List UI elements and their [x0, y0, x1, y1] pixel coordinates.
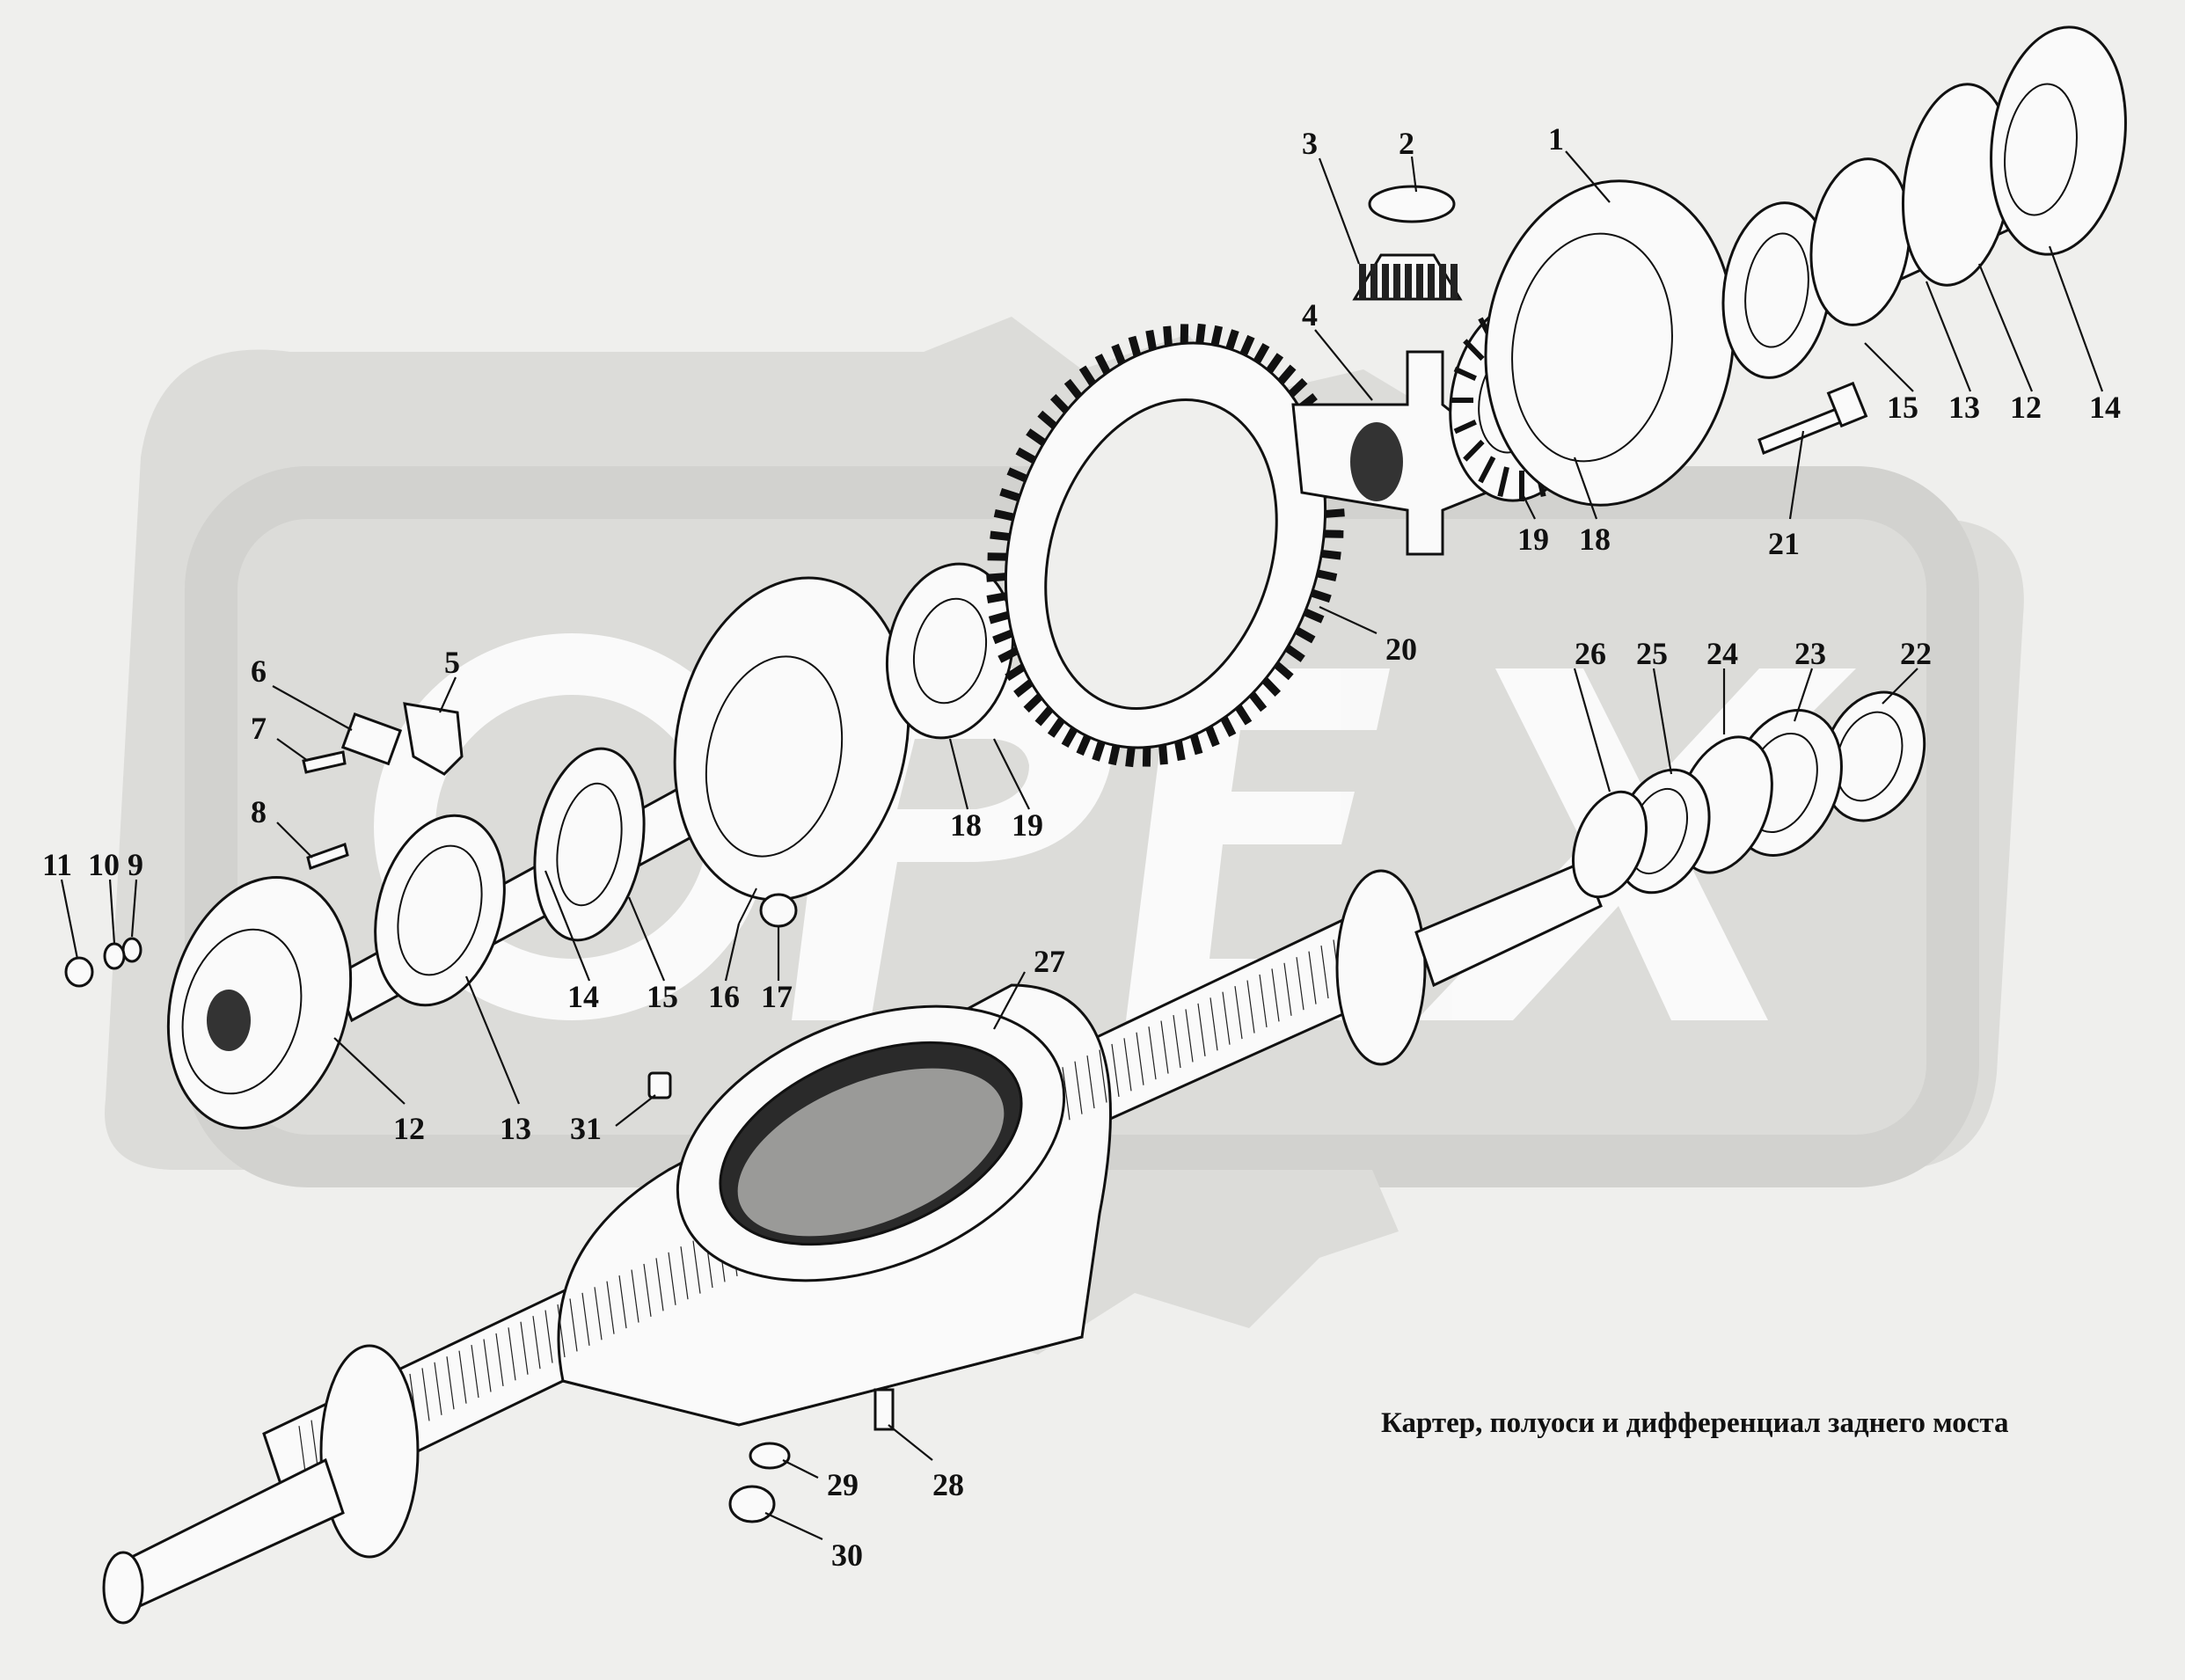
- callout-1: 1: [1548, 121, 1564, 157]
- callout-31: 31: [570, 1111, 602, 1146]
- nut-11: [64, 956, 94, 988]
- lock-plate-6: [340, 712, 403, 766]
- callout-15-left: 15: [647, 979, 678, 1014]
- drain-plug-30: [728, 1485, 776, 1523]
- callout-10: 10: [88, 847, 120, 882]
- washer-26: [1571, 790, 1648, 899]
- ring-gear-20: [986, 323, 1345, 768]
- side-gear-18-left: [885, 562, 1015, 740]
- callout-14-right: 14: [2089, 390, 2121, 425]
- diff-case-flange: [673, 576, 910, 902]
- nut-17: [759, 893, 798, 928]
- bearing-cup-13-left: [374, 814, 506, 1007]
- bolt-7: [302, 750, 347, 774]
- callout-4: 4: [1302, 297, 1318, 332]
- callout-13-left: 13: [500, 1111, 531, 1146]
- callout-18-left: 18: [950, 807, 982, 843]
- plug-28: [873, 1388, 895, 1431]
- callout-26: 26: [1575, 636, 1606, 671]
- spider-4: [1291, 350, 1488, 556]
- callout-12-left: 12: [393, 1111, 425, 1146]
- washer-29: [749, 1442, 791, 1470]
- bolt-21: [1758, 381, 1868, 455]
- callout-3: 3: [1302, 126, 1318, 161]
- callout-labels: 1 2 3 4 5 6 7 8 9 10 11 12 12 13 13 14 1…: [42, 121, 2121, 1573]
- hub-flange-14-right: [1990, 26, 2127, 256]
- callout-29: 29: [827, 1467, 859, 1502]
- washer-9: [121, 937, 142, 963]
- callout-23: 23: [1794, 636, 1826, 671]
- plate-5: [403, 702, 464, 776]
- callout-19-left: 19: [1012, 807, 1043, 843]
- callout-27: 27: [1034, 944, 1065, 979]
- callout-25: 25: [1636, 636, 1668, 671]
- callout-9: 9: [128, 847, 143, 882]
- callout-2: 2: [1399, 126, 1414, 161]
- callout-6: 6: [251, 654, 267, 689]
- cotter-16: [738, 887, 757, 924]
- callout-14-left: 14: [567, 979, 599, 1014]
- callout-16: 16: [708, 979, 740, 1014]
- callout-30: 30: [831, 1538, 863, 1573]
- pinion-3: [1352, 253, 1463, 301]
- washer-2: [1368, 185, 1456, 223]
- callout-28: 28: [932, 1467, 964, 1502]
- callout-18-right: 18: [1579, 522, 1611, 557]
- callout-21: 21: [1768, 526, 1800, 561]
- callout-8: 8: [251, 794, 267, 829]
- stud-8: [306, 843, 349, 870]
- callout-7: 7: [251, 711, 267, 746]
- callout-12-right: 12: [2010, 390, 2042, 425]
- washer-10: [103, 942, 126, 970]
- axle-housing: [102, 860, 1603, 1625]
- callout-11: 11: [42, 847, 72, 882]
- bushing-31: [647, 1071, 672, 1099]
- callout-20: 20: [1385, 632, 1417, 667]
- callout-13-right: 13: [1948, 390, 1980, 425]
- callout-15-right: 15: [1887, 390, 1918, 425]
- leader-lines: [60, 150, 2104, 1540]
- callout-5: 5: [444, 645, 460, 680]
- callout-17: 17: [761, 979, 793, 1014]
- callout-22: 22: [1900, 636, 1932, 671]
- hub-flange-12-left: [166, 876, 353, 1129]
- diff-case-right-1: [1484, 179, 1736, 507]
- callout-19-right: 19: [1517, 522, 1549, 557]
- callout-24: 24: [1706, 636, 1738, 671]
- diagram-caption: Картер, полуоси и дифференциал заднего м…: [1381, 1407, 2009, 1439]
